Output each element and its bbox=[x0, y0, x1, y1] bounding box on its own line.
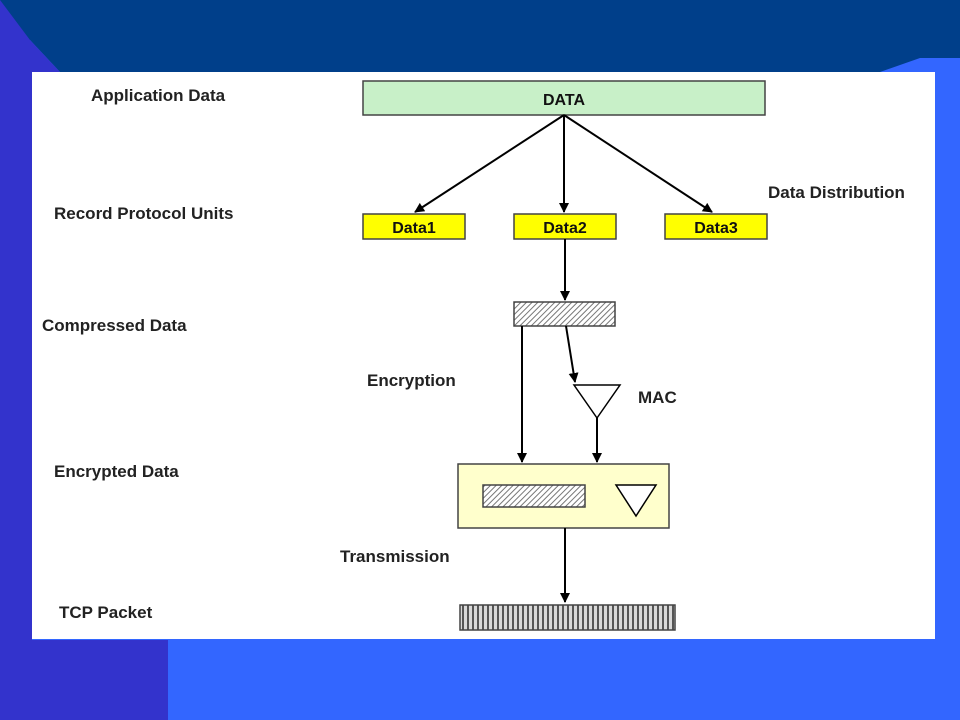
label-mac: MAC bbox=[638, 388, 677, 407]
arrow-compressed-to-mac bbox=[565, 325, 579, 383]
encrypted-payload-block bbox=[482, 484, 586, 508]
encrypted-mac-triangle-icon bbox=[614, 484, 658, 518]
label-transmission: Transmission bbox=[340, 547, 450, 566]
unit-label-data1: Data1 bbox=[392, 220, 436, 237]
arrow-to-data1 bbox=[414, 114, 565, 213]
unit-label-data3: Data3 bbox=[694, 220, 738, 237]
mac-triangle-icon bbox=[572, 384, 622, 420]
data-box-label: DATA bbox=[543, 92, 586, 109]
top-bar bbox=[0, 0, 960, 72]
label-application-data: Application Data bbox=[91, 86, 226, 105]
label-encrypted-data: Encrypted Data bbox=[54, 462, 179, 481]
label-data-distribution: Data Distribution bbox=[768, 183, 905, 202]
compressed-data-block bbox=[513, 301, 616, 327]
left-bar bbox=[0, 0, 168, 720]
unit-label-data2: Data2 bbox=[543, 220, 587, 237]
diagram-panel: Application Data Record Protocol Units C… bbox=[32, 72, 935, 639]
arrow-to-data3 bbox=[563, 114, 713, 213]
unit-box-data1 bbox=[362, 213, 466, 240]
unit-box-data3 bbox=[664, 213, 768, 240]
label-record-protocol-units: Record Protocol Units bbox=[54, 204, 233, 223]
ssl-record-protocol-diagram: Application Data Record Protocol Units C… bbox=[42, 80, 905, 631]
tcp-packet-block bbox=[459, 604, 676, 631]
label-tcp-packet: TCP Packet bbox=[59, 603, 153, 622]
unit-box-data2 bbox=[513, 213, 617, 240]
label-compressed-data: Compressed Data bbox=[42, 316, 187, 335]
label-encryption: Encryption bbox=[367, 371, 456, 390]
